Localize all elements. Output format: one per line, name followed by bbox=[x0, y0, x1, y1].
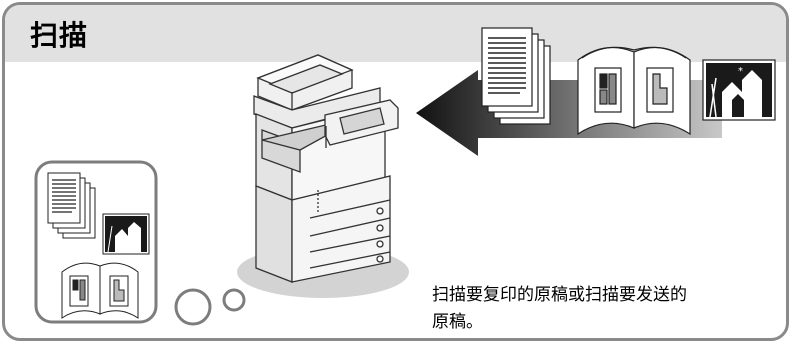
document-stack-icon bbox=[481, 27, 551, 125]
svg-text:*: * bbox=[738, 66, 743, 77]
multifunction-printer-icon bbox=[253, 54, 399, 283]
small-open-book-icon bbox=[61, 262, 139, 319]
small-document-stack-icon bbox=[47, 172, 96, 239]
page-title: 扫描 bbox=[30, 19, 89, 52]
small-photo-icon bbox=[102, 213, 150, 255]
open-book-icon bbox=[577, 46, 691, 136]
svg-text:*: * bbox=[754, 79, 758, 88]
caption-line-2: 原稿。 bbox=[432, 312, 483, 332]
caption: 扫描要复印的原稿或扫描要发送的 原稿。 bbox=[432, 282, 782, 336]
caption-line-1: 扫描要复印的原稿或扫描要发送的 bbox=[432, 285, 687, 305]
photo-icon: * * bbox=[702, 59, 776, 121]
